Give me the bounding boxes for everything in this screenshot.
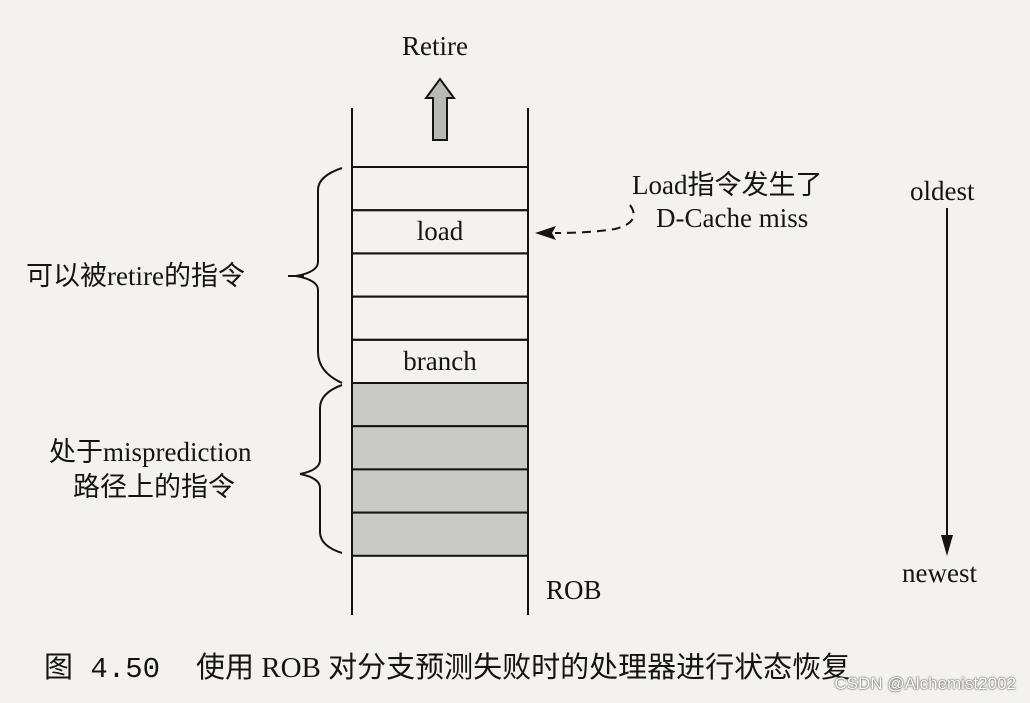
- misprediction-brace: [299, 384, 343, 554]
- rob-entry-3: [351, 252, 529, 298]
- load-miss-annotation-line1: Load指令发生了: [632, 170, 823, 200]
- figure-caption: 图 4.50 使用 ROB 对分支预测失败时的处理器进行状态恢复: [44, 651, 850, 687]
- rob-entry-7-mispredicted: [351, 425, 529, 471]
- load-miss-annotation-line2: D-Cache miss: [656, 203, 809, 233]
- rob-entry-8-mispredicted: [351, 468, 529, 514]
- misprediction-path-label-line1: 处于misprediction: [49, 437, 252, 467]
- watermark: CSDN @Alchemist2002: [834, 674, 1016, 693]
- rob-entry-4: [351, 295, 529, 341]
- rob-entry-1: [351, 166, 529, 212]
- load-entry-label: load: [416, 216, 464, 246]
- rob-label: ROB: [546, 575, 602, 605]
- oldest-label: oldest: [910, 176, 975, 206]
- newest-label: newest: [902, 558, 977, 588]
- load-miss-arrowhead: [535, 226, 556, 240]
- retire-label: Retire: [402, 31, 468, 61]
- figure-caption-text: 使用 ROB 对分支预测失败时的处理器进行状态恢复: [196, 652, 851, 684]
- retirable-instructions-label: 可以被retire的指令: [26, 261, 245, 291]
- misprediction-path-label-line2: 路径上的指令: [73, 472, 235, 502]
- retire-arrow-icon: [424, 77, 456, 141]
- rob-entry-6-mispredicted: [351, 382, 529, 428]
- branch-entry-label: branch: [403, 346, 477, 376]
- figure-number: 图 4.50: [44, 653, 161, 686]
- load-miss-pointer: [554, 204, 635, 234]
- age-axis-arrowhead: [941, 535, 953, 556]
- rob-entry-9-mispredicted: [351, 511, 529, 557]
- rob-entries: [351, 166, 529, 557]
